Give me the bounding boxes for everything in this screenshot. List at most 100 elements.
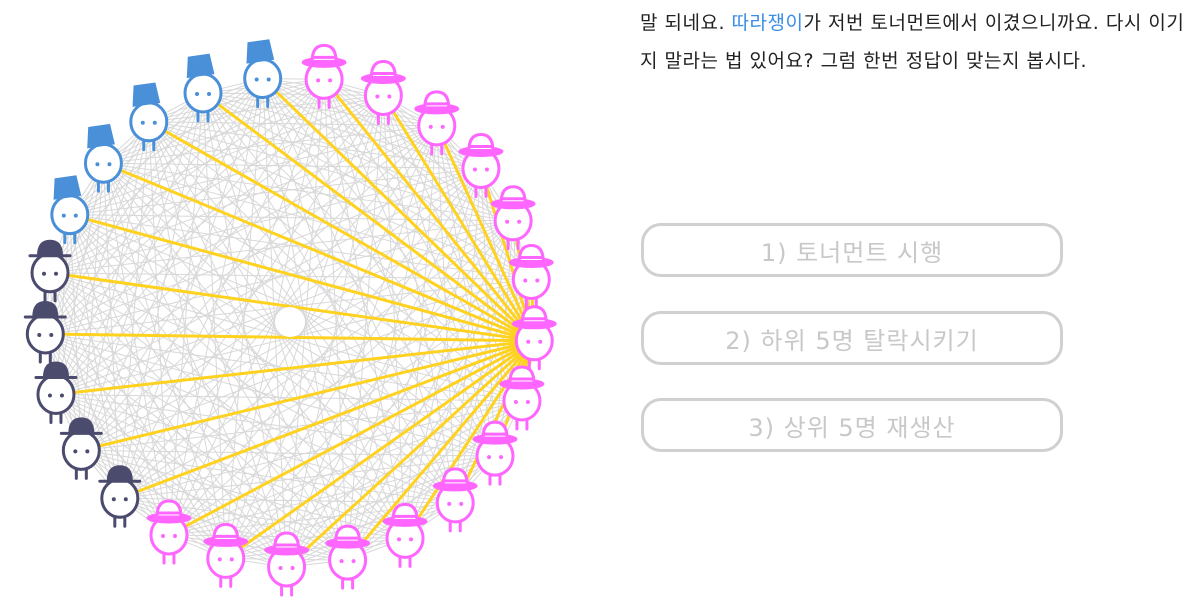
match-line <box>49 121 150 274</box>
match-line <box>45 333 496 457</box>
match-line <box>148 78 325 123</box>
copycat-player <box>203 522 249 588</box>
match-line <box>81 449 227 559</box>
match-line <box>69 214 121 499</box>
match-line <box>55 125 438 395</box>
match-line <box>49 78 325 274</box>
match-line <box>44 333 348 561</box>
match-line <box>55 92 204 395</box>
cheater-player <box>59 417 103 480</box>
match-line <box>286 125 438 568</box>
match-line <box>69 214 170 536</box>
match-line <box>225 537 406 559</box>
match-line <box>119 497 456 504</box>
copycat-player <box>301 43 347 109</box>
copycat-player <box>508 243 554 309</box>
copycat-player <box>511 305 557 371</box>
match-line <box>202 92 227 559</box>
copycat-player <box>458 132 504 198</box>
match-line <box>49 272 227 559</box>
match-line <box>148 121 514 222</box>
match-line <box>262 78 496 457</box>
eliminate-bottom-button[interactable]: 2) 하위 5명 탈락시키기 <box>641 311 1063 365</box>
match-line <box>168 78 264 536</box>
match-line <box>148 121 496 457</box>
match-line <box>148 94 384 123</box>
highlighted-match-line <box>168 339 535 537</box>
match-line <box>119 455 496 499</box>
highlighted-match-line <box>148 120 536 343</box>
highlighted-match-line <box>322 78 536 342</box>
copycat-highlight: 따라쟁이 <box>731 12 804 34</box>
match-line <box>225 168 482 559</box>
copycat-player <box>382 502 428 568</box>
highlighted-match-line <box>224 339 536 560</box>
match-line <box>55 121 150 395</box>
match-line <box>44 333 287 568</box>
match-line <box>49 272 456 504</box>
match-line <box>44 79 325 335</box>
match-line <box>69 214 532 280</box>
match-line <box>45 333 406 539</box>
match-line <box>262 78 482 169</box>
match-line <box>262 78 288 568</box>
cooperator-player <box>129 82 169 152</box>
match-line <box>119 92 204 499</box>
copycat-player <box>325 524 371 590</box>
tournament-circle <box>23 39 557 597</box>
copycat-player <box>432 467 478 533</box>
match-line <box>49 272 287 568</box>
match-line <box>262 78 349 561</box>
run-tournament-button[interactable]: 1) 토너먼트 시행 <box>641 223 1063 277</box>
match-line <box>69 214 227 559</box>
match-line <box>262 78 514 222</box>
highlighted-match-line <box>45 332 535 343</box>
match-line <box>119 279 532 499</box>
copycat-player <box>490 185 536 251</box>
match-line <box>148 121 482 169</box>
match-line <box>148 121 227 559</box>
match-line <box>119 78 264 499</box>
match-line <box>202 92 514 222</box>
highlighted-match-line <box>102 161 535 343</box>
match-line <box>102 162 349 561</box>
highlighted-match-line <box>435 125 536 342</box>
match-line <box>262 78 456 504</box>
match-line <box>49 272 121 499</box>
match-line <box>148 121 523 402</box>
center-hole <box>275 307 305 337</box>
cooperator-player <box>83 123 123 193</box>
match-line <box>55 163 104 395</box>
match-line <box>262 78 437 127</box>
match-line <box>323 79 406 539</box>
match-line <box>225 78 264 559</box>
match-line <box>103 78 325 164</box>
copycat-player <box>264 531 310 597</box>
highlighted-match-line <box>346 339 536 562</box>
match-line <box>55 393 522 402</box>
match-line <box>347 95 384 561</box>
match-line <box>202 92 384 96</box>
match-line <box>382 95 406 539</box>
match-line <box>81 449 456 504</box>
copycat-player <box>499 365 545 431</box>
match-line <box>80 95 384 451</box>
match-line <box>44 92 204 335</box>
match-line <box>55 78 264 395</box>
copycat-player <box>360 59 406 125</box>
match-line <box>69 92 204 215</box>
highlighted-match-line <box>69 213 535 343</box>
match-line <box>55 394 348 561</box>
reproduce-top-button[interactable]: 3) 상위 5명 재생산 <box>641 398 1063 452</box>
match-line <box>44 78 264 335</box>
match-line <box>347 220 514 561</box>
match-line <box>55 394 170 536</box>
match-line <box>148 121 170 536</box>
match-line <box>55 393 406 539</box>
match-line <box>262 78 532 280</box>
match-line <box>69 78 263 216</box>
match-line <box>202 92 456 504</box>
match-line <box>202 92 496 457</box>
cheater-player <box>34 361 78 424</box>
match-line <box>168 455 496 536</box>
